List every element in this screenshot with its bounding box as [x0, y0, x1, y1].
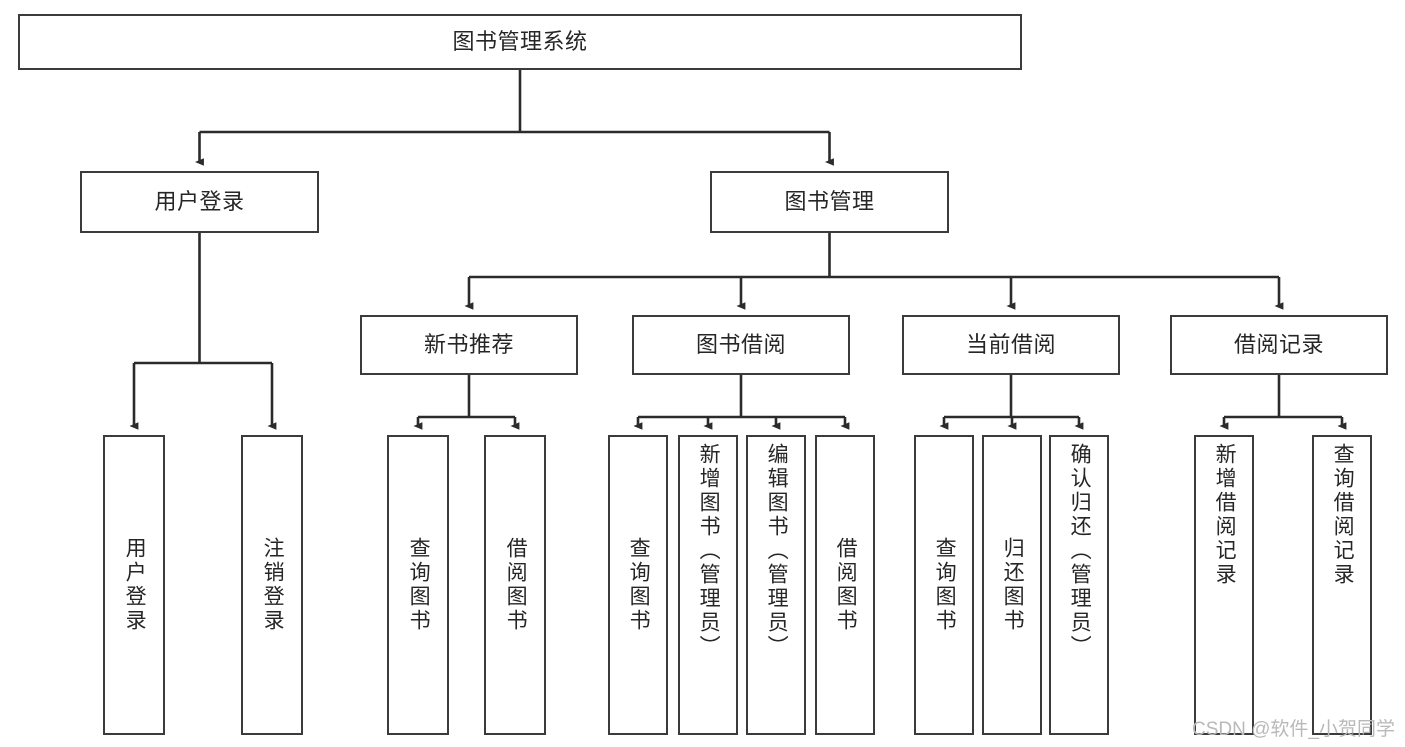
node-leaf-query-book-1[interactable]: 查询图书 — [387, 435, 449, 735]
node-leaf-add-book[interactable]: 新增图书（管理员） — [678, 435, 738, 735]
node-leaf-logout-label: 注销登录 — [261, 537, 285, 633]
node-leaf-borrow-book-1-label: 借阅图书 — [504, 537, 528, 633]
node-borrow-record[interactable]: 借阅记录 — [1170, 315, 1388, 375]
node-leaf-user-login[interactable]: 用户登录 — [103, 435, 165, 735]
node-book-borrow-label: 图书借阅 — [695, 331, 786, 357]
node-leaf-add-book-label: 新增图书（管理员） — [697, 443, 721, 659]
node-leaf-query-book-1-label: 查询图书 — [407, 537, 431, 633]
node-leaf-edit-book-label: 编辑图书（管理员） — [765, 443, 789, 659]
node-current-borrow-label: 当前借阅 — [965, 331, 1056, 357]
node-leaf-query-book-3-label: 查询图书 — [933, 537, 957, 633]
node-leaf-confirm-return-label: 确认归还（管理员） — [1068, 443, 1092, 659]
node-current-borrow[interactable]: 当前借阅 — [902, 315, 1120, 375]
node-leaf-borrow-book-1[interactable]: 借阅图书 — [484, 435, 546, 735]
node-leaf-borrow-book-2-label: 借阅图书 — [834, 537, 858, 633]
node-borrow-record-label: 借阅记录 — [1233, 331, 1324, 357]
node-leaf-query-record-label: 查询借阅记录 — [1331, 443, 1355, 587]
node-leaf-confirm-return[interactable]: 确认归还（管理员） — [1049, 435, 1109, 735]
node-new-book-recommend[interactable]: 新书推荐 — [360, 315, 578, 375]
node-leaf-query-book-2-label: 查询图书 — [627, 537, 651, 633]
node-leaf-user-login-label: 用户登录 — [123, 537, 147, 633]
node-leaf-query-record[interactable]: 查询借阅记录 — [1312, 435, 1372, 735]
csdn-watermark: CSDN @软件_小贺同学 — [1192, 719, 1395, 740]
node-leaf-return-book-label: 归还图书 — [1001, 537, 1025, 633]
node-leaf-add-record-label: 新增借阅记录 — [1213, 443, 1237, 587]
node-root-label: 图书管理系统 — [452, 28, 588, 54]
node-leaf-add-record[interactable]: 新增借阅记录 — [1194, 435, 1254, 735]
node-leaf-logout[interactable]: 注销登录 — [241, 435, 303, 735]
node-leaf-edit-book[interactable]: 编辑图书（管理员） — [746, 435, 806, 735]
node-user-login[interactable]: 用户登录 — [80, 171, 319, 233]
node-user-login-label: 用户登录 — [154, 188, 245, 214]
node-leaf-query-book-2[interactable]: 查询图书 — [608, 435, 668, 735]
node-new-book-recommend-label: 新书推荐 — [423, 331, 514, 357]
node-book-manage[interactable]: 图书管理 — [710, 171, 949, 233]
node-leaf-return-book[interactable]: 归还图书 — [982, 435, 1042, 735]
node-root[interactable]: 图书管理系统 — [18, 14, 1022, 70]
node-book-borrow[interactable]: 图书借阅 — [632, 315, 850, 375]
node-leaf-query-book-3[interactable]: 查询图书 — [914, 435, 974, 735]
node-book-manage-label: 图书管理 — [784, 188, 875, 214]
node-leaf-borrow-book-2[interactable]: 借阅图书 — [815, 435, 875, 735]
